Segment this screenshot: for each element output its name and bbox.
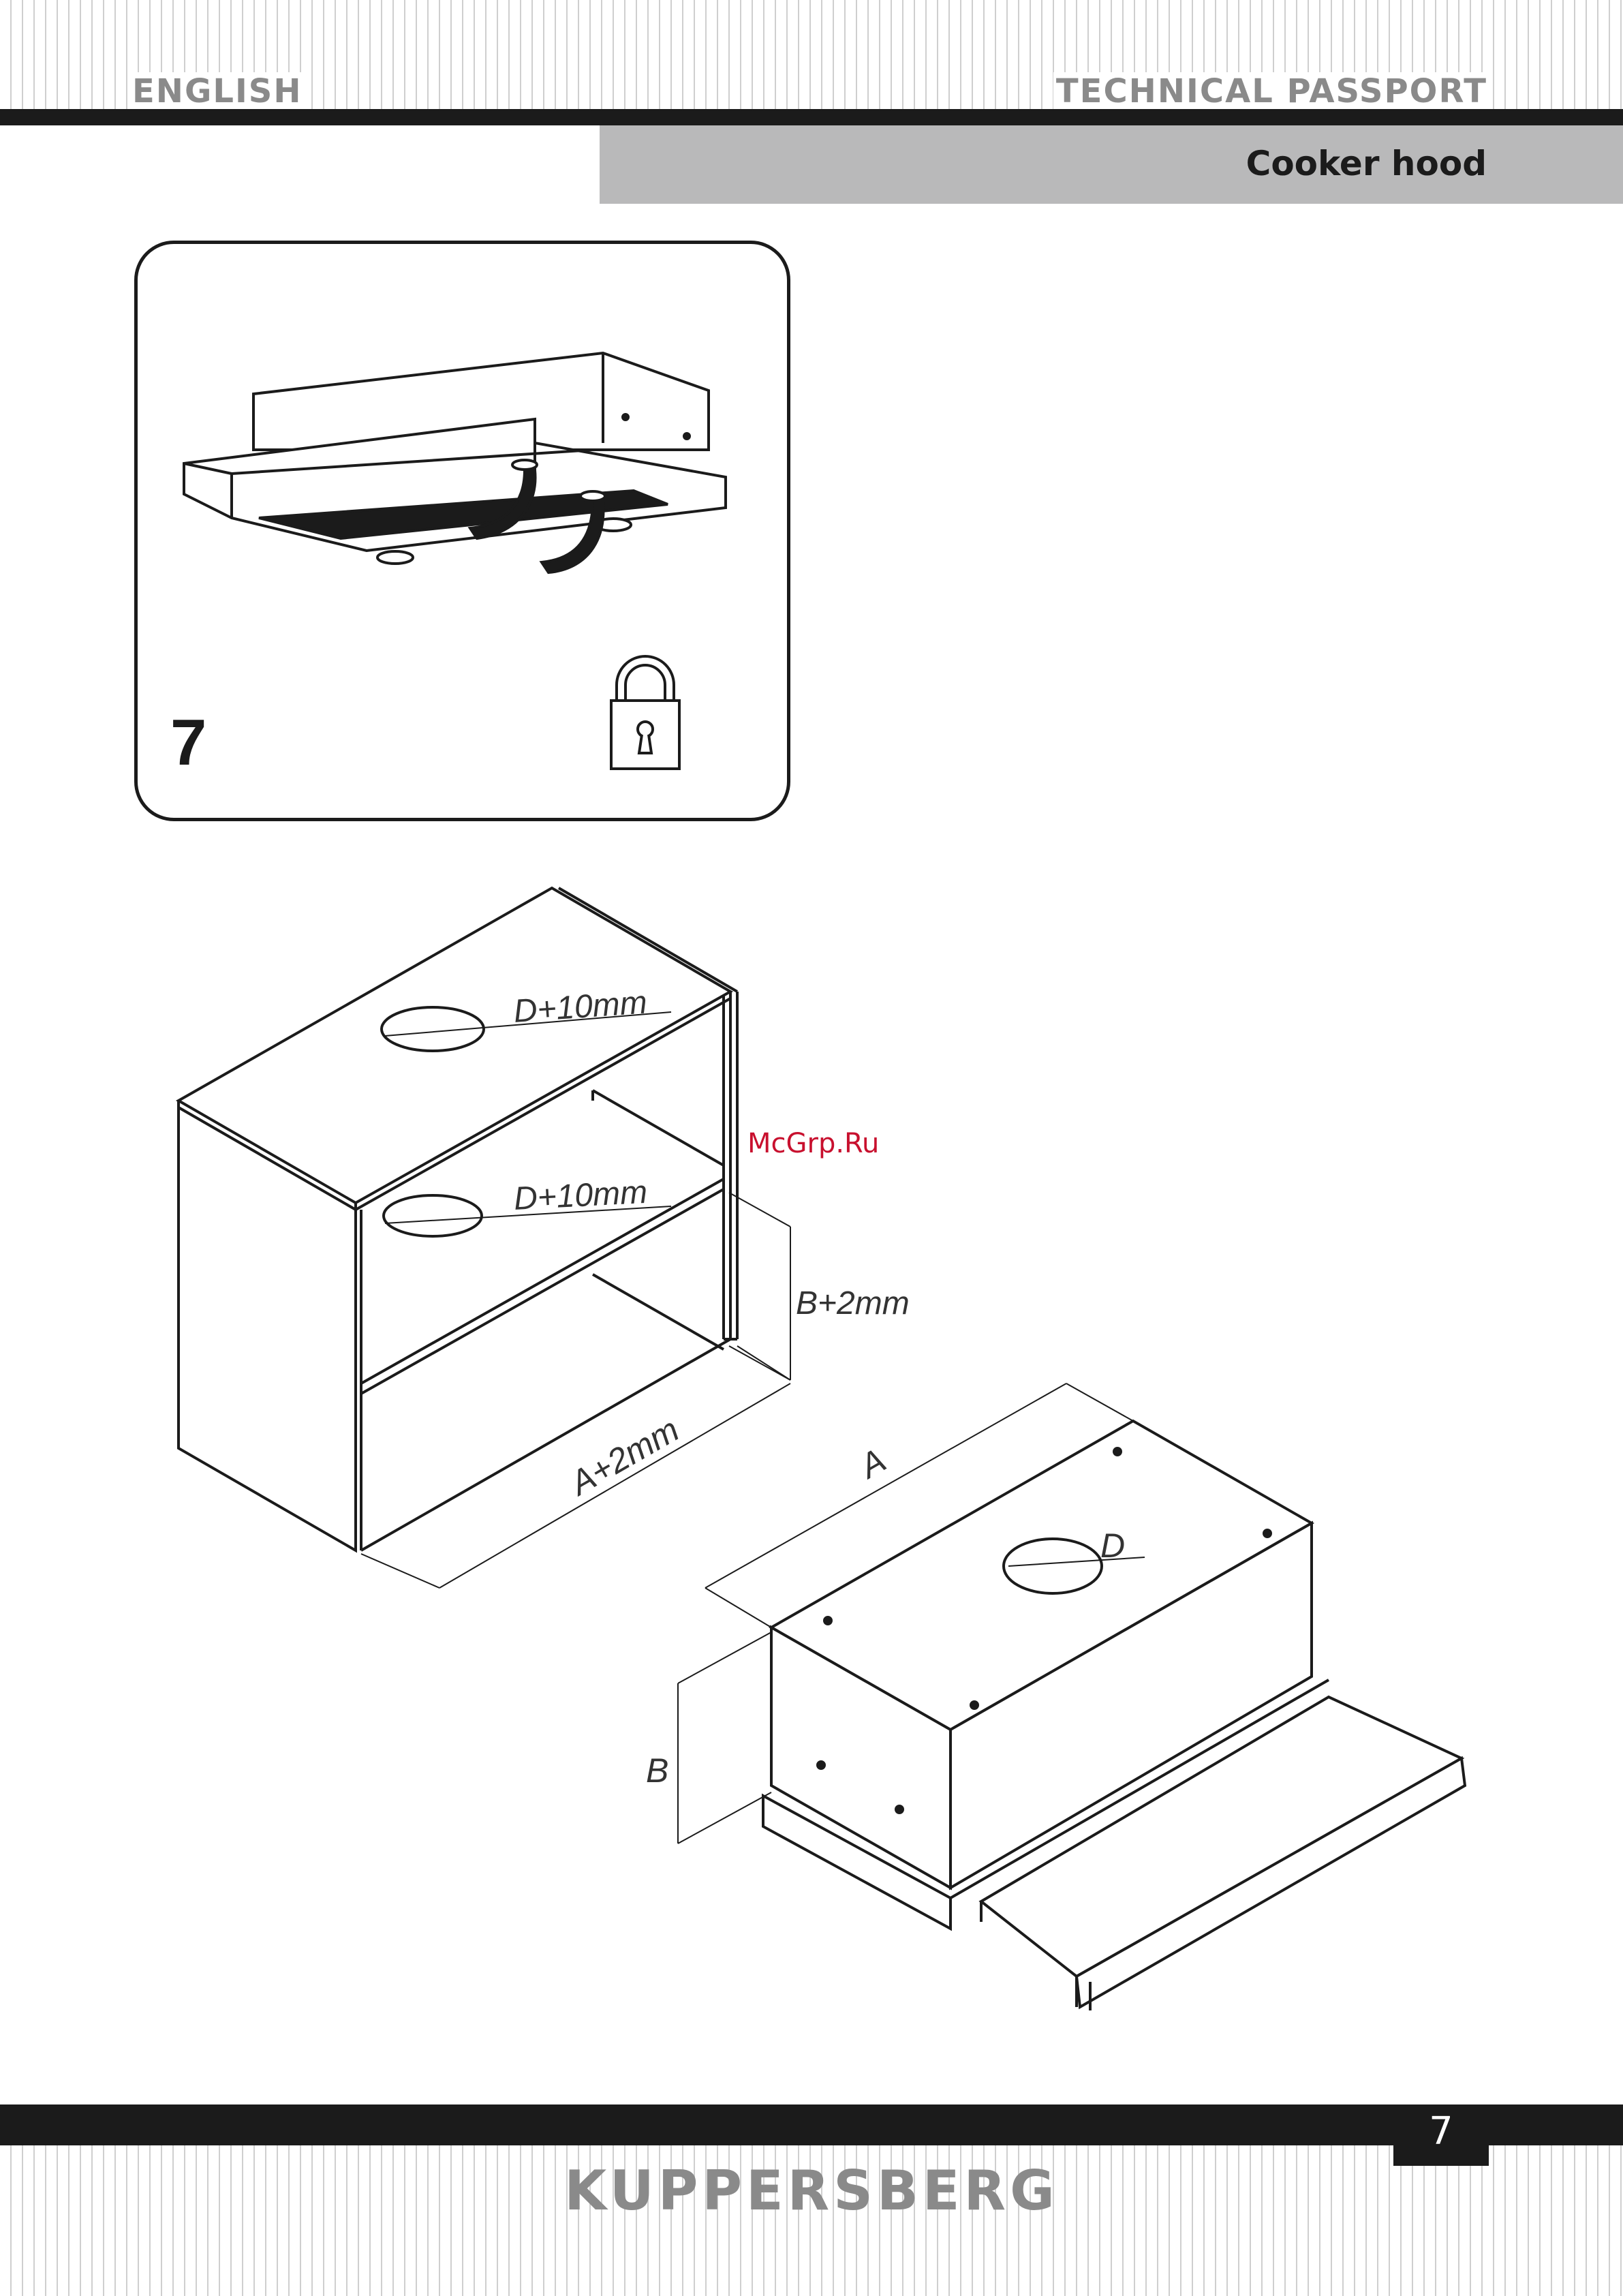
cabinet-shelf-hole-label: D+10mm xyxy=(513,1174,649,1217)
hood-diameter-label: D xyxy=(1100,1527,1125,1565)
hood-height-label: B xyxy=(646,1751,668,1790)
telescopic-hood xyxy=(678,1383,1465,2010)
cooker-hood-icon xyxy=(184,353,726,572)
watermark: McGrp.Ru xyxy=(747,1127,879,1160)
figure-number: 7 xyxy=(170,709,206,777)
installation-diagram: D+10mm D+10mm B+2mm A+2mm xyxy=(0,852,1623,2045)
hood-width-label: A xyxy=(852,1441,892,1486)
lock-icon xyxy=(611,656,679,769)
brand-logo: KUPPERSBERG xyxy=(0,2157,1623,2225)
wall-cabinet xyxy=(179,888,790,1588)
cabinet-height-label: B+2mm xyxy=(796,1285,910,1321)
figure-7-illustration xyxy=(0,0,1623,886)
footer-rule xyxy=(0,2104,1623,2145)
